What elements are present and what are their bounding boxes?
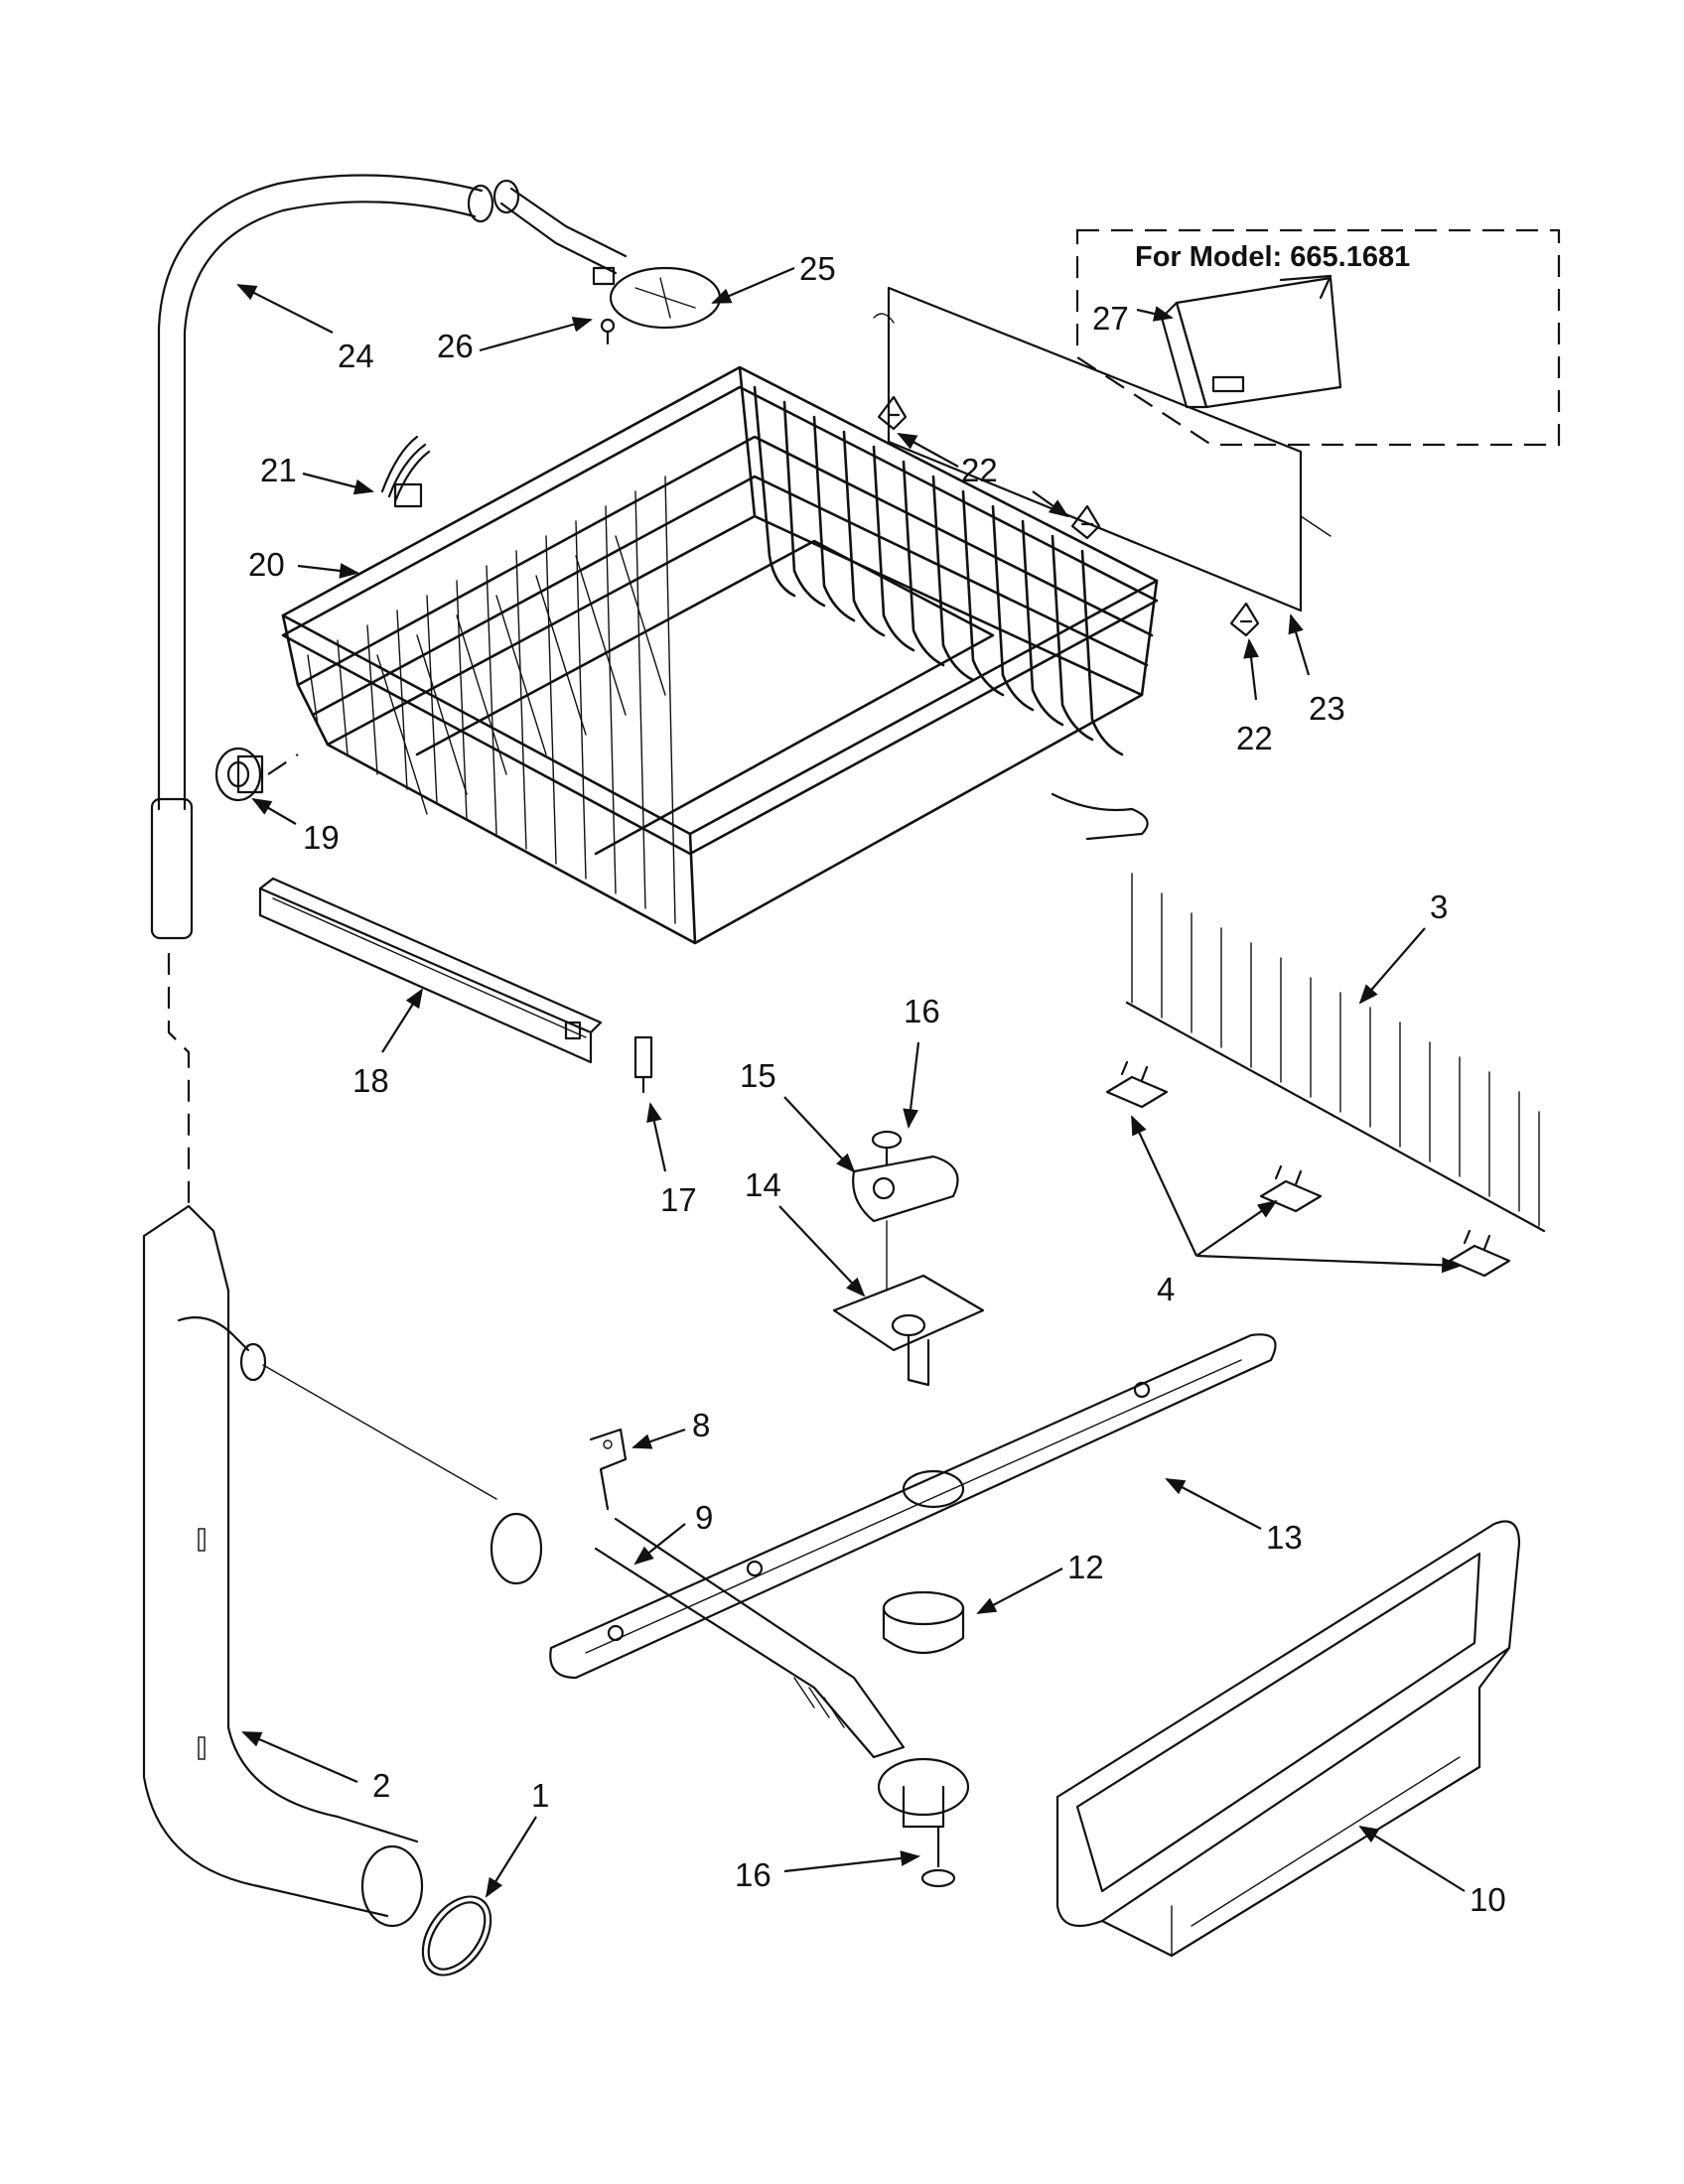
callout-4: 4	[1157, 1271, 1175, 1307]
callout-25: 25	[799, 250, 836, 287]
callout-labels: 24 25 26 27 21 20 22 22 23 19 18 17 3 16…	[248, 250, 1506, 1918]
callout-10: 10	[1470, 1881, 1506, 1918]
rack-rail	[258, 877, 603, 1064]
callout-8: 8	[692, 1407, 710, 1443]
lower-screw-icon	[920, 1825, 956, 1888]
lower-manifold	[490, 1512, 970, 1829]
bracket-icon	[589, 1428, 628, 1511]
callout-21: 21	[260, 452, 297, 488]
tine-clip-icon	[1448, 1229, 1511, 1278]
tine-clip-icon	[1259, 1164, 1323, 1213]
callout-3: 3	[1430, 888, 1448, 925]
silverware-basket	[1160, 274, 1342, 409]
filter-screen	[1055, 1520, 1521, 1958]
bearing-mount	[832, 1220, 985, 1387]
rack-wheel-icon	[214, 747, 299, 802]
callout-27: 27	[1092, 300, 1129, 337]
cup-shelf	[873, 286, 1332, 613]
callout-24: 24	[338, 338, 374, 374]
assembly-line	[262, 1364, 497, 1500]
model-box: For Model: 665.1681	[1075, 228, 1561, 447]
model-note: For Model: 665.1681	[1135, 241, 1410, 273]
screw-icon	[600, 318, 616, 345]
lower-supply-tube	[142, 1204, 424, 1928]
callout-26: 26	[437, 328, 474, 364]
spray-arm	[549, 1333, 1277, 1680]
callout-15: 15	[740, 1057, 776, 1094]
callout-22-top: 22	[961, 452, 998, 488]
shelf-clip-icon	[877, 395, 908, 431]
tine-clip-icon	[1105, 1060, 1169, 1109]
callout-1: 1	[531, 1777, 549, 1814]
callout-16-bottom: 16	[735, 1856, 772, 1893]
alignment-dashes	[167, 953, 191, 1211]
callout-16-top: 16	[904, 993, 940, 1029]
arm-bearing	[852, 1155, 959, 1223]
callout-22-right: 22	[1236, 720, 1273, 756]
callout-18: 18	[352, 1062, 389, 1099]
callout-19: 19	[303, 819, 340, 856]
callout-9: 9	[695, 1499, 713, 1536]
shelf-clip-icon	[1070, 504, 1101, 540]
upper-rack	[281, 365, 1159, 945]
supply-tube	[150, 174, 494, 940]
callout-14: 14	[745, 1166, 781, 1203]
leader-lines	[236, 266, 1466, 1898]
mounting-screw-icon	[871, 1130, 903, 1165]
rack-tines	[1125, 873, 1546, 1233]
callout-20: 20	[248, 546, 285, 583]
callout-2: 2	[372, 1767, 390, 1804]
callout-17: 17	[660, 1181, 697, 1218]
hub-seal-icon	[882, 1590, 965, 1655]
o-ring-icon	[421, 1895, 492, 1977]
rack-clip-icon	[380, 435, 431, 508]
tube-mount	[492, 179, 722, 330]
rail-stop-icon	[633, 1035, 653, 1094]
callout-13: 13	[1266, 1519, 1303, 1556]
callout-12: 12	[1067, 1549, 1104, 1585]
shelf-clip-icon	[1229, 602, 1260, 637]
callout-23: 23	[1309, 690, 1345, 727]
